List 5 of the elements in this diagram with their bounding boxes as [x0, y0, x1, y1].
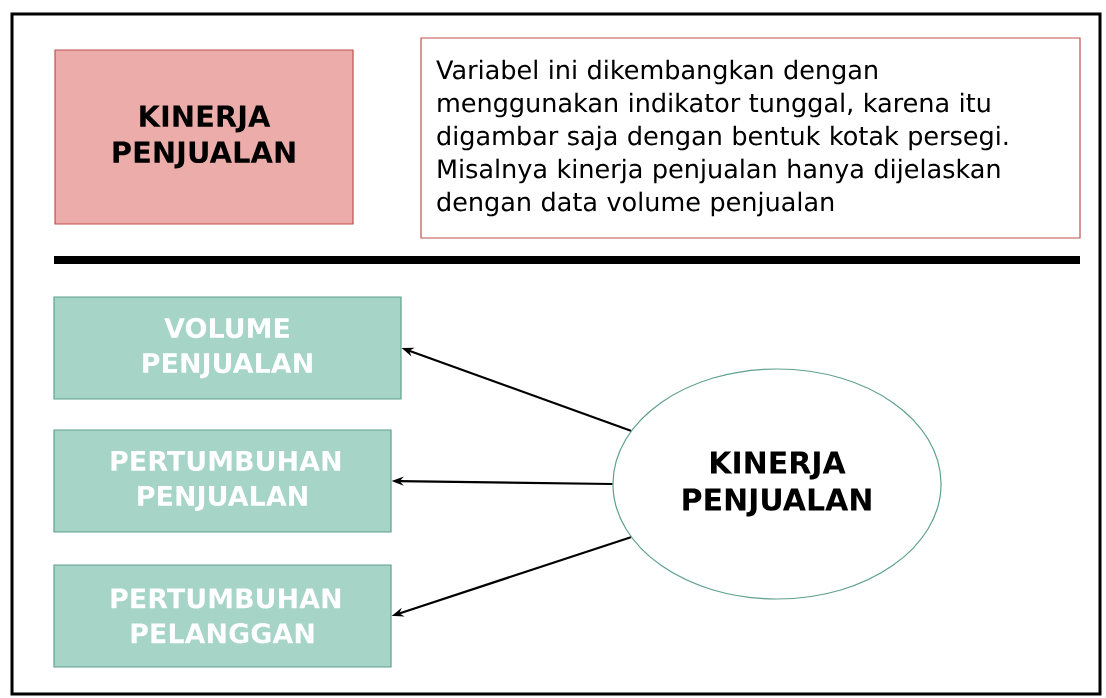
- indicator-box: VOLUME PENJUALAN: [53, 296, 402, 400]
- indicator-box: PERTUMBUHAN PENJUALAN: [53, 429, 392, 533]
- construct-box: KINERJA PENJUALAN: [54, 49, 354, 225]
- indicator-box: PERTUMBUHAN PELANGGAN: [53, 564, 392, 668]
- note-box: Variabel ini dikembangkan dengan menggunakan indikator tunggal, karena itu digambar saja dengan bentuk kotak persegi. Misalnya kinerja penjualan hanya dijelaskan dengan data volume penjualan: [420, 37, 1081, 239]
